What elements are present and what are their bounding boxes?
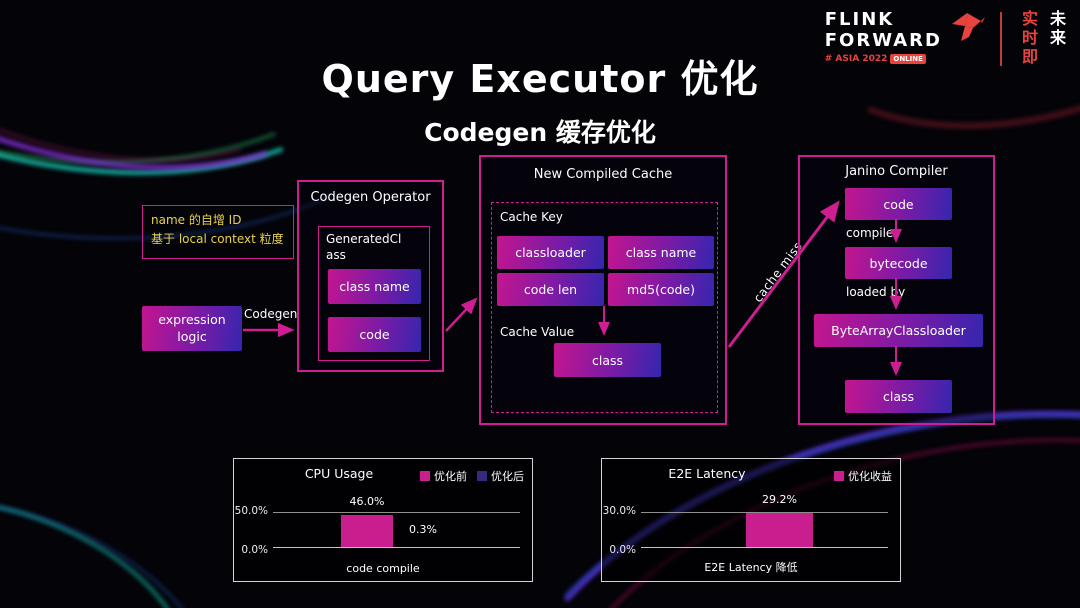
cache-value-label: Cache Value — [500, 325, 575, 339]
cache-value-class-box: class — [554, 343, 661, 377]
codegen-operator-title: Codegen Operator — [310, 190, 431, 205]
cpu-xaxis-label: code compile — [346, 562, 420, 575]
page-subtitle: Codegen 缓存优化 — [424, 118, 656, 147]
logo-wordmark: FLINK FORWARD # ASIA 2022 ONLINE — [824, 9, 942, 65]
legend-label-gain: 优化收益 — [848, 470, 892, 483]
janino-compiler-title: Janino Compiler — [845, 164, 948, 179]
new-compiled-cache-title: New Compiled Cache — [533, 167, 673, 182]
e2e-ytick-zero: 0.0% — [609, 544, 636, 556]
annotation-note-line1: name 的自增 ID — [151, 213, 242, 227]
legend-label-after: 优化后 — [491, 470, 524, 483]
crane-icon — [952, 13, 985, 41]
flink-forward-logo: FLINK FORWARD # ASIA 2022 ONLINE 实时即 未来 — [824, 9, 1068, 67]
janino-code-box: code — [845, 188, 952, 220]
cache-key-code-len: code len — [497, 273, 604, 306]
legend-swatch-after — [477, 471, 487, 481]
page-title: Query Executor 优化 — [321, 57, 759, 101]
e2e-bar-gain-value: 29.2% — [762, 493, 797, 506]
class-name-box: class name — [328, 269, 421, 304]
e2e-plot-area: 29.2% — [641, 493, 888, 548]
logo-slogan-part2: 未来 — [1047, 10, 1066, 48]
cpu-usage-legend: 优化前 优化后 — [420, 468, 524, 484]
cache-key-classloader: classloader — [497, 236, 604, 269]
janino-compiler-box: Janino Compiler code compile bytecode lo… — [798, 155, 995, 425]
janino-compile-label: compile — [846, 226, 894, 240]
legend-swatch-before — [420, 471, 430, 481]
legend-item-gain: 优化收益 — [834, 468, 892, 484]
code-box: code — [328, 317, 421, 352]
cpu-bar-before-value: 46.0% — [349, 495, 385, 508]
e2e-latency-chart: E2E Latency 优化收益 30.0% 0.0% 29.2% E2E La… — [601, 458, 901, 582]
e2e-ytick-top: 30.0% — [602, 505, 636, 517]
legend-item-before: 优化前 — [420, 468, 467, 484]
generated-class-box: GeneratedClass class name code — [318, 226, 430, 361]
cpu-bar-after — [397, 547, 449, 548]
janino-bytecode-box: bytecode — [845, 247, 952, 279]
logo-flink-text: FLINK — [824, 9, 895, 30]
cpu-ytick-top: 50.0% — [234, 505, 268, 517]
cache-key-class-name: class name — [608, 236, 714, 269]
bg-streak-blue-bottomleft — [0, 450, 250, 608]
logo-event-text: # ASIA 2022 — [824, 54, 888, 65]
cpu-plot-area: 46.0% 0.3% — [273, 495, 520, 548]
annotation-note: name 的自增 ID 基于 local context 粒度 — [142, 205, 294, 259]
cpu-usage-chart-title: CPU Usage — [304, 466, 374, 481]
legend-item-after: 优化后 — [477, 468, 524, 484]
cpu-usage-chart: CPU Usage 优化前 优化后 50.0% 0.0% 46.0% 0.3% … — [233, 458, 533, 582]
janino-loaded-by-label: loaded by — [846, 285, 906, 299]
e2e-latency-chart-title: E2E Latency — [668, 466, 746, 481]
codegen-arrow-label: Codegen — [244, 307, 298, 321]
logo-separator — [1000, 12, 1002, 66]
generated-class-label: GeneratedClass — [326, 232, 402, 262]
e2e-xaxis-label: E2E Latency 降低 — [704, 561, 798, 574]
legend-swatch-gain — [834, 471, 844, 481]
cache-key-label: Cache Key — [500, 210, 563, 224]
annotation-note-line2: 基于 local context 粒度 — [151, 231, 284, 246]
cpu-bar-after-value: 0.3% — [409, 523, 437, 536]
janino-class-box: class — [845, 380, 952, 413]
cache-dotted-region: Cache Key classloader class name code le… — [491, 202, 718, 413]
logo-slogan: 实时即 未来 — [1016, 10, 1068, 67]
cpu-bar-before — [341, 514, 393, 548]
legend-label-before: 优化前 — [434, 470, 467, 483]
logo-online-badge: ONLINE — [890, 54, 926, 65]
codegen-operator-box: Codegen Operator GeneratedClass class na… — [297, 180, 444, 372]
e2e-bar-gain — [746, 512, 813, 548]
janino-bytearrayclassloader-box: ByteArrayClassloader — [814, 314, 983, 347]
cpu-ytick-zero: 0.0% — [241, 544, 268, 556]
expression-logic-box: expression logic — [142, 306, 242, 351]
logo-slogan-part1: 实时即 — [1019, 10, 1038, 67]
logo-forward-text: FORWARD — [824, 29, 942, 51]
e2e-latency-legend: 优化收益 — [834, 468, 892, 484]
cache-key-md5: md5(code) — [608, 273, 714, 306]
new-compiled-cache-box: New Compiled Cache Cache Key classloader… — [479, 155, 727, 425]
